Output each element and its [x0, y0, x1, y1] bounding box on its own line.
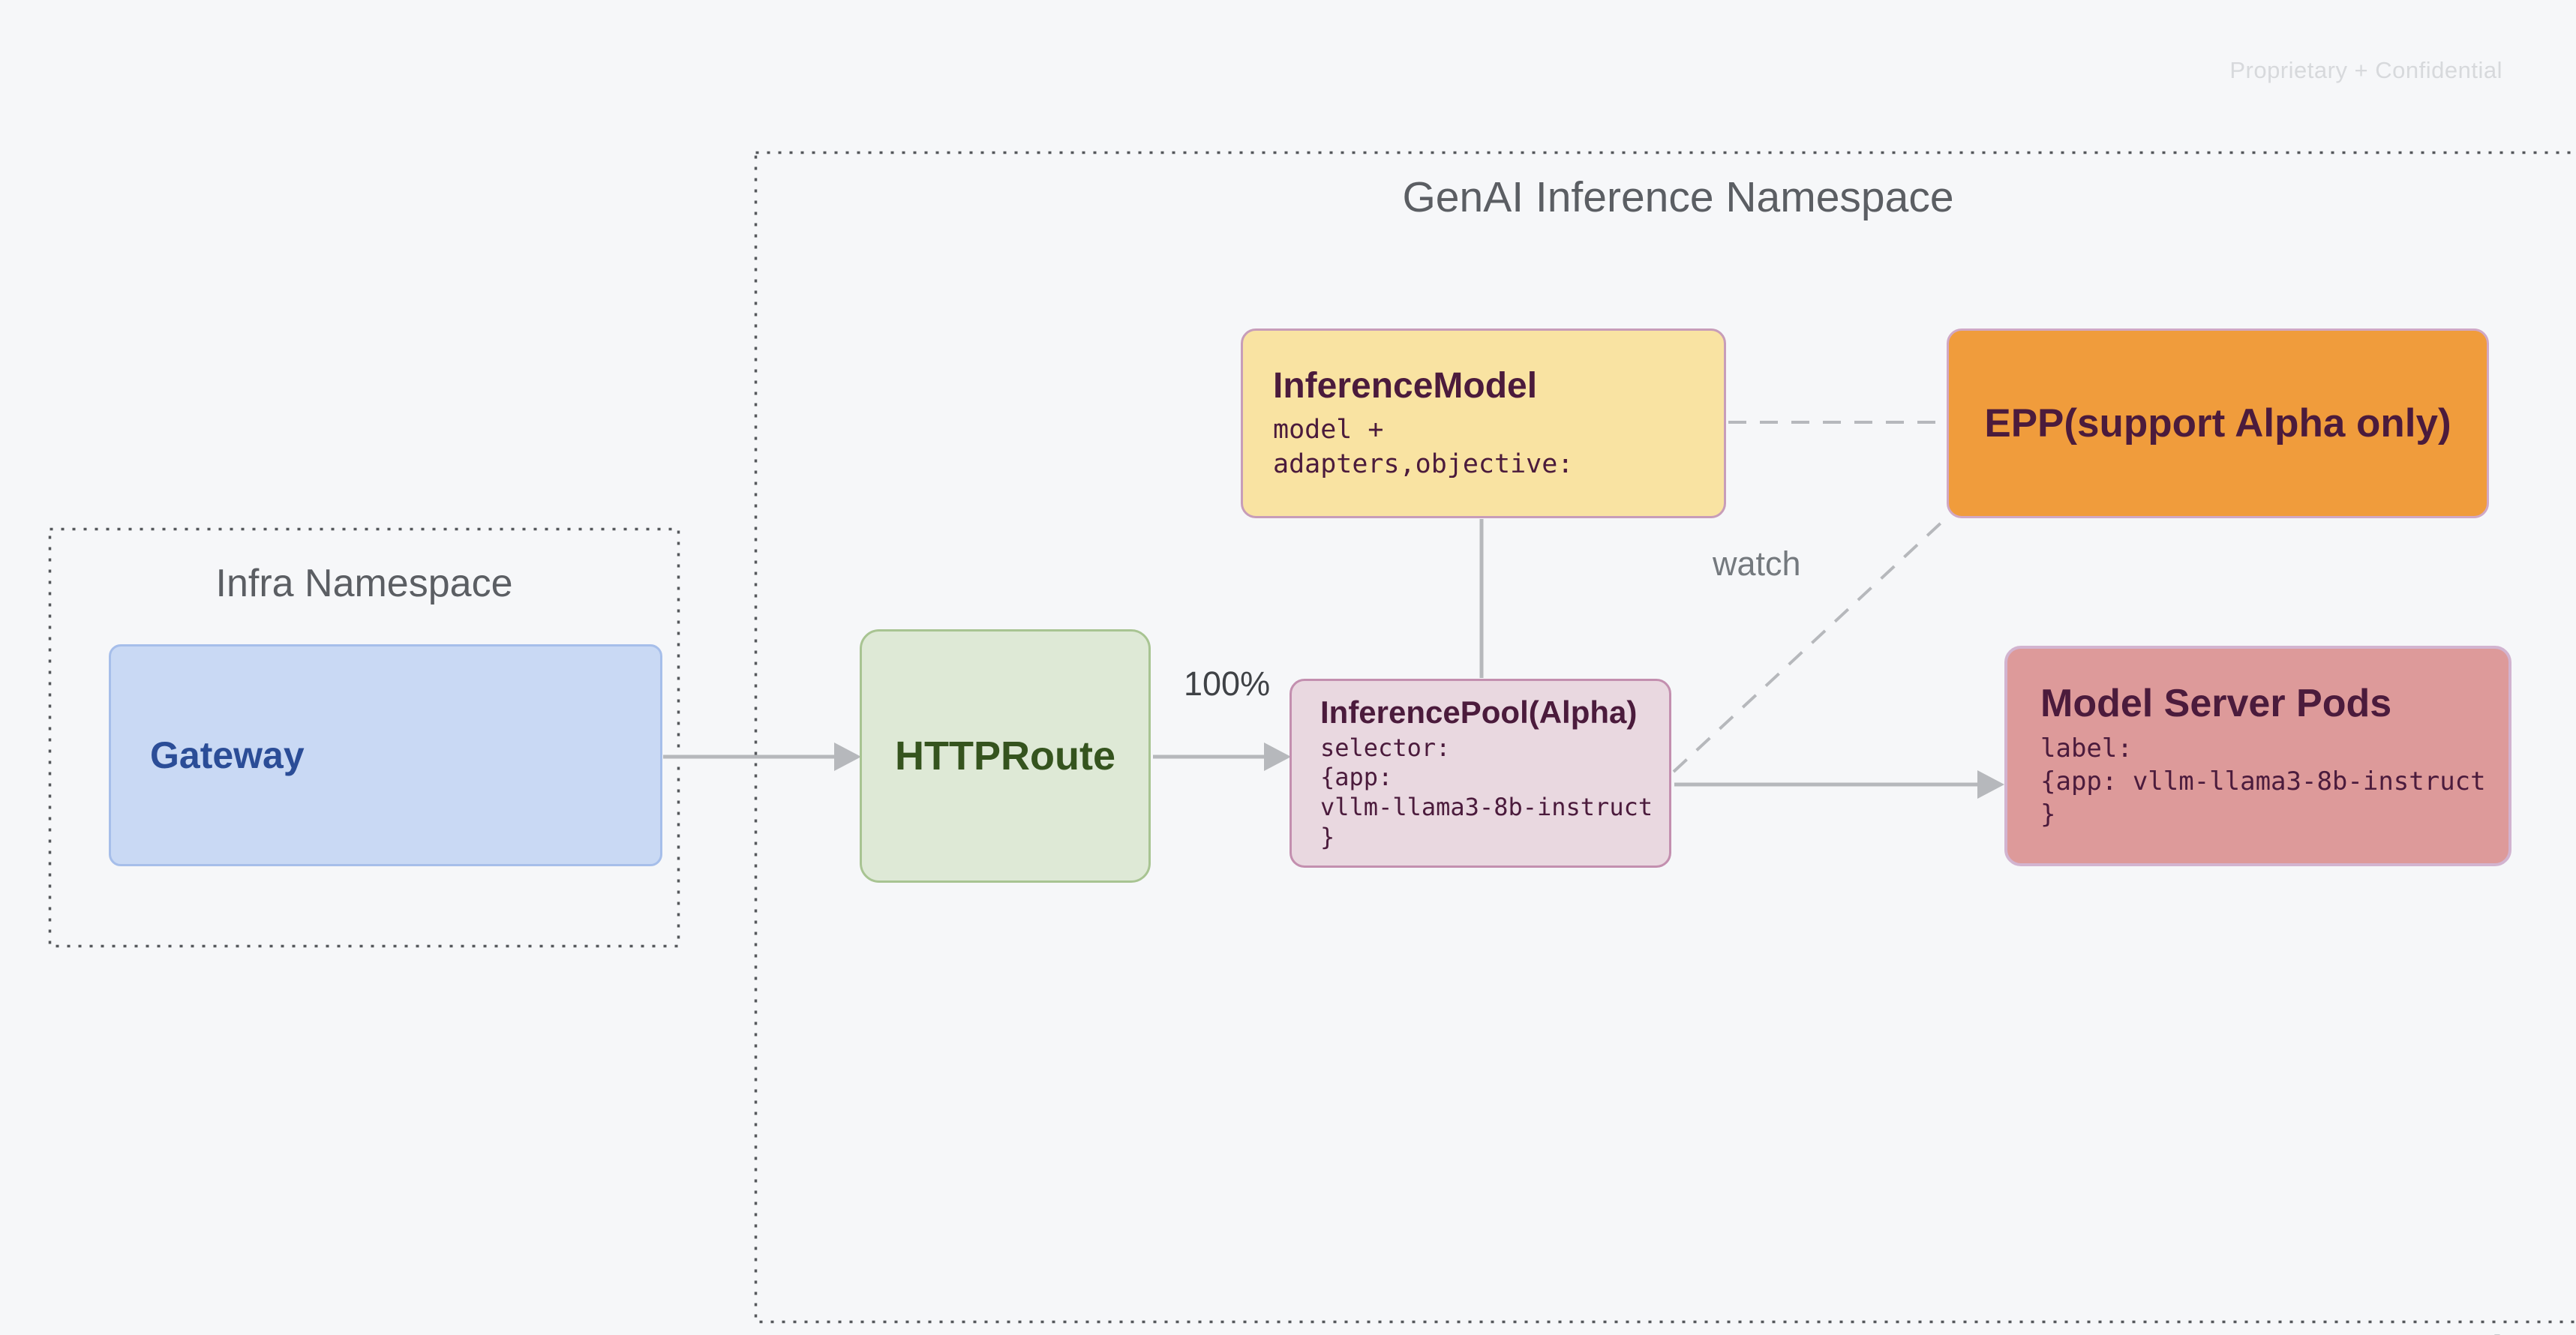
- inference-model-body: model + adapters,objective:: [1273, 414, 1574, 479]
- google-logo-partial: Google: [2387, 1328, 2526, 1335]
- route-weight-label: 100%: [1184, 664, 1271, 703]
- gateway-title: Gateway: [150, 734, 305, 776]
- infra-namespace-title: Infra Namespace: [215, 562, 513, 605]
- inference-pool-body: selector: {app: vllm-llama3-8b-instruct …: [1320, 733, 1653, 851]
- gateway-node: Gateway: [109, 644, 662, 866]
- model-server-pods-node: Model Server Pods label: {app: vllm-llam…: [2004, 646, 2511, 866]
- httproute-node: HTTPRoute: [860, 629, 1151, 883]
- watch-label: watch: [1713, 544, 1801, 583]
- edge-inferencepool-pods-arrowhead: [1977, 770, 2004, 799]
- inference-model-node: InferenceModel model + adapters,objectiv…: [1241, 328, 1726, 518]
- model-server-pods-body: label: {app: vllm-llama3-8b-instruct }: [2040, 733, 2486, 830]
- httproute-title: HTTPRoute: [895, 734, 1115, 778]
- watermark: Proprietary + Confidential: [2229, 57, 2502, 83]
- epp-node: EPP(support Alpha only): [1947, 328, 2489, 518]
- epp-title: EPP(support Alpha only): [1984, 401, 2451, 446]
- genai-namespace-title: GenAI Inference Namespace: [1402, 173, 1954, 221]
- edge-httproute-inferencepool-arrowhead: [1264, 742, 1291, 771]
- model-server-pods-title: Model Server Pods: [2040, 681, 2392, 725]
- inference-pool-title: InferencePool(Alpha): [1320, 694, 1638, 730]
- inference-model-title: InferenceModel: [1273, 365, 1538, 406]
- inference-pool-node: InferencePool(Alpha) selector: {app: vll…: [1290, 679, 1671, 868]
- edge-gateway-httproute-arrowhead: [834, 742, 861, 771]
